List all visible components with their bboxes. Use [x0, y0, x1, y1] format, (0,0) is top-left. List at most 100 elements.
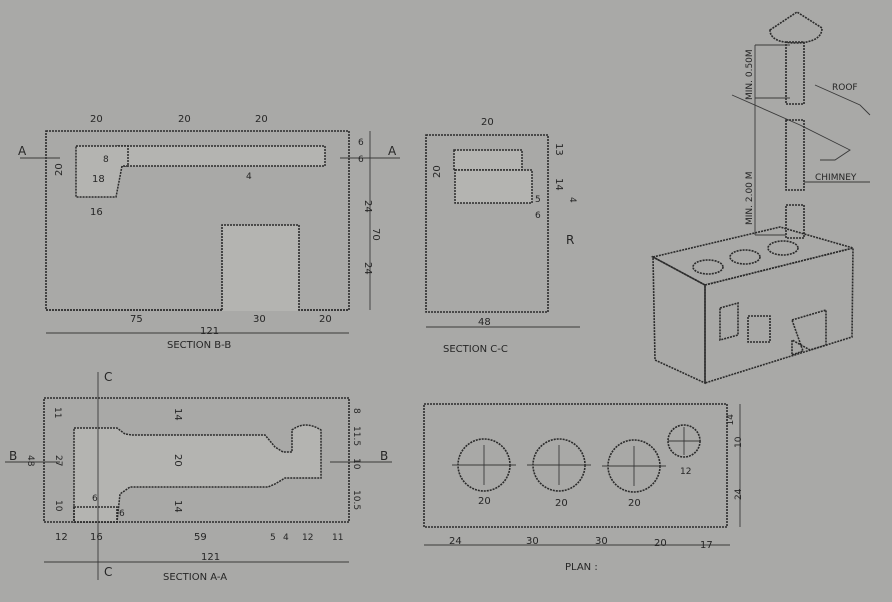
- fuel-opening: [790, 308, 827, 357]
- dim: 20: [628, 498, 641, 509]
- dim: 4: [283, 533, 289, 543]
- cut-mark-b-left: B: [9, 449, 17, 463]
- pot-hole: [692, 259, 724, 275]
- dim: 17: [700, 540, 713, 551]
- dim-total: 121: [201, 552, 220, 563]
- dim: 24: [449, 536, 462, 547]
- dim: 20: [478, 496, 491, 507]
- cut-mark-a-left: A: [18, 144, 27, 158]
- mark-r: R: [566, 233, 574, 247]
- section-bb: 20 20 20 A A 20 18 8 16 4 6 6 24 70 24 7…: [18, 114, 400, 351]
- dim: 24: [362, 262, 373, 275]
- plan-view: 20 20 20 12 14 10 24 24 30 30 20 17 PLAN…: [423, 403, 744, 573]
- dim: 14: [172, 408, 183, 421]
- dim: 10: [734, 436, 744, 448]
- dim: 10.5: [351, 490, 361, 510]
- dim: 6: [535, 211, 541, 221]
- flue-opening: [453, 149, 523, 171]
- dim: 8: [103, 155, 109, 165]
- dim: 20: [432, 165, 443, 178]
- dim: 4: [246, 172, 252, 182]
- chimney-cap: [769, 11, 823, 44]
- dim: 24: [734, 488, 744, 500]
- dim: 5: [270, 533, 276, 543]
- dim: 6: [358, 138, 364, 148]
- section-title: PLAN :: [565, 562, 598, 573]
- dim: 20: [172, 454, 183, 467]
- section-aa-outline: [43, 397, 350, 523]
- dim: 6: [92, 494, 98, 504]
- fire-opening: [719, 301, 739, 342]
- stove-side-face: [704, 246, 854, 385]
- roof-label: ROOF: [832, 83, 858, 93]
- dim: 18: [92, 174, 105, 185]
- dim: 13: [553, 143, 564, 156]
- chimney-pipe-lower: [785, 119, 805, 191]
- fuel-opening: [222, 225, 299, 311]
- dim: 20: [481, 117, 494, 128]
- dim: 30: [253, 314, 266, 325]
- dim: 16: [90, 532, 103, 543]
- dim: 12: [55, 532, 68, 543]
- dim: 59: [194, 532, 207, 543]
- dim: 10: [351, 458, 361, 470]
- cut-mark-b-right: B: [380, 449, 388, 463]
- dim: 20: [178, 114, 191, 125]
- dim: 5: [535, 195, 541, 205]
- section-title: SECTION C-C: [443, 344, 508, 355]
- dim: 20: [555, 498, 568, 509]
- dim: 20: [654, 538, 667, 549]
- dim: 12: [680, 467, 691, 477]
- dim: 11: [332, 533, 343, 543]
- combustion-channel: [73, 424, 322, 523]
- min-above-roof-label: MIN. 0.50M: [745, 49, 755, 100]
- chimney-pipe-upper: [785, 41, 805, 105]
- isometric-view: MIN. 0.50M MIN. 2.00 M ROOF CHIMNEY: [650, 11, 871, 385]
- door-block: [747, 315, 771, 343]
- dim: 20: [255, 114, 268, 125]
- dim-total: 121: [200, 326, 219, 337]
- dim: 11.5: [351, 426, 361, 446]
- dim: 27: [53, 455, 63, 466]
- dim: 30: [595, 536, 608, 547]
- fire-chamber: [75, 145, 129, 198]
- section-cc: 20 20 13 14 4 5 6 R 48 SECTION C-C: [425, 117, 580, 355]
- dim: 14: [726, 414, 736, 426]
- flue-channel: [117, 145, 326, 167]
- dim: 11: [52, 407, 62, 418]
- dim: 12: [302, 533, 313, 543]
- dim: 8: [351, 408, 361, 414]
- plan-outline: [423, 403, 728, 528]
- section-title: SECTION A-A: [163, 572, 227, 583]
- dim: 6: [358, 155, 364, 165]
- dim: 48: [25, 455, 35, 467]
- cut-mark-c-top: C: [104, 370, 112, 384]
- dim: 14: [553, 178, 564, 191]
- fire-chamber: [454, 169, 533, 204]
- dim: 48: [478, 317, 491, 328]
- pot-hole: [767, 240, 799, 256]
- dim: 4: [567, 197, 577, 203]
- chimney-base: [785, 204, 805, 239]
- dim: 30: [526, 536, 539, 547]
- section-aa: C C B B 48 27 11 10 14 20 14 6 6 8 11.5 …: [5, 370, 392, 583]
- stove-front-face: [652, 255, 706, 385]
- grate: [73, 506, 118, 523]
- dim: 16: [90, 207, 103, 218]
- dim: 10: [53, 500, 63, 512]
- dim: 20: [90, 114, 103, 125]
- cut-mark-c-bottom: C: [104, 565, 112, 579]
- dim: 75: [130, 314, 143, 325]
- dim: 6: [119, 509, 125, 519]
- dim: 20: [319, 314, 332, 325]
- dim: 20: [54, 163, 65, 176]
- min-height-label: MIN. 2.00 M: [745, 171, 755, 225]
- dim: 24: [362, 200, 373, 213]
- section-title: SECTION B-B: [167, 340, 231, 351]
- section-cc-outline: [425, 134, 549, 313]
- dim: 14: [172, 500, 183, 513]
- cut-mark-a-right: A: [388, 144, 397, 158]
- pot-hole: [729, 249, 761, 265]
- dim: 70: [370, 228, 381, 241]
